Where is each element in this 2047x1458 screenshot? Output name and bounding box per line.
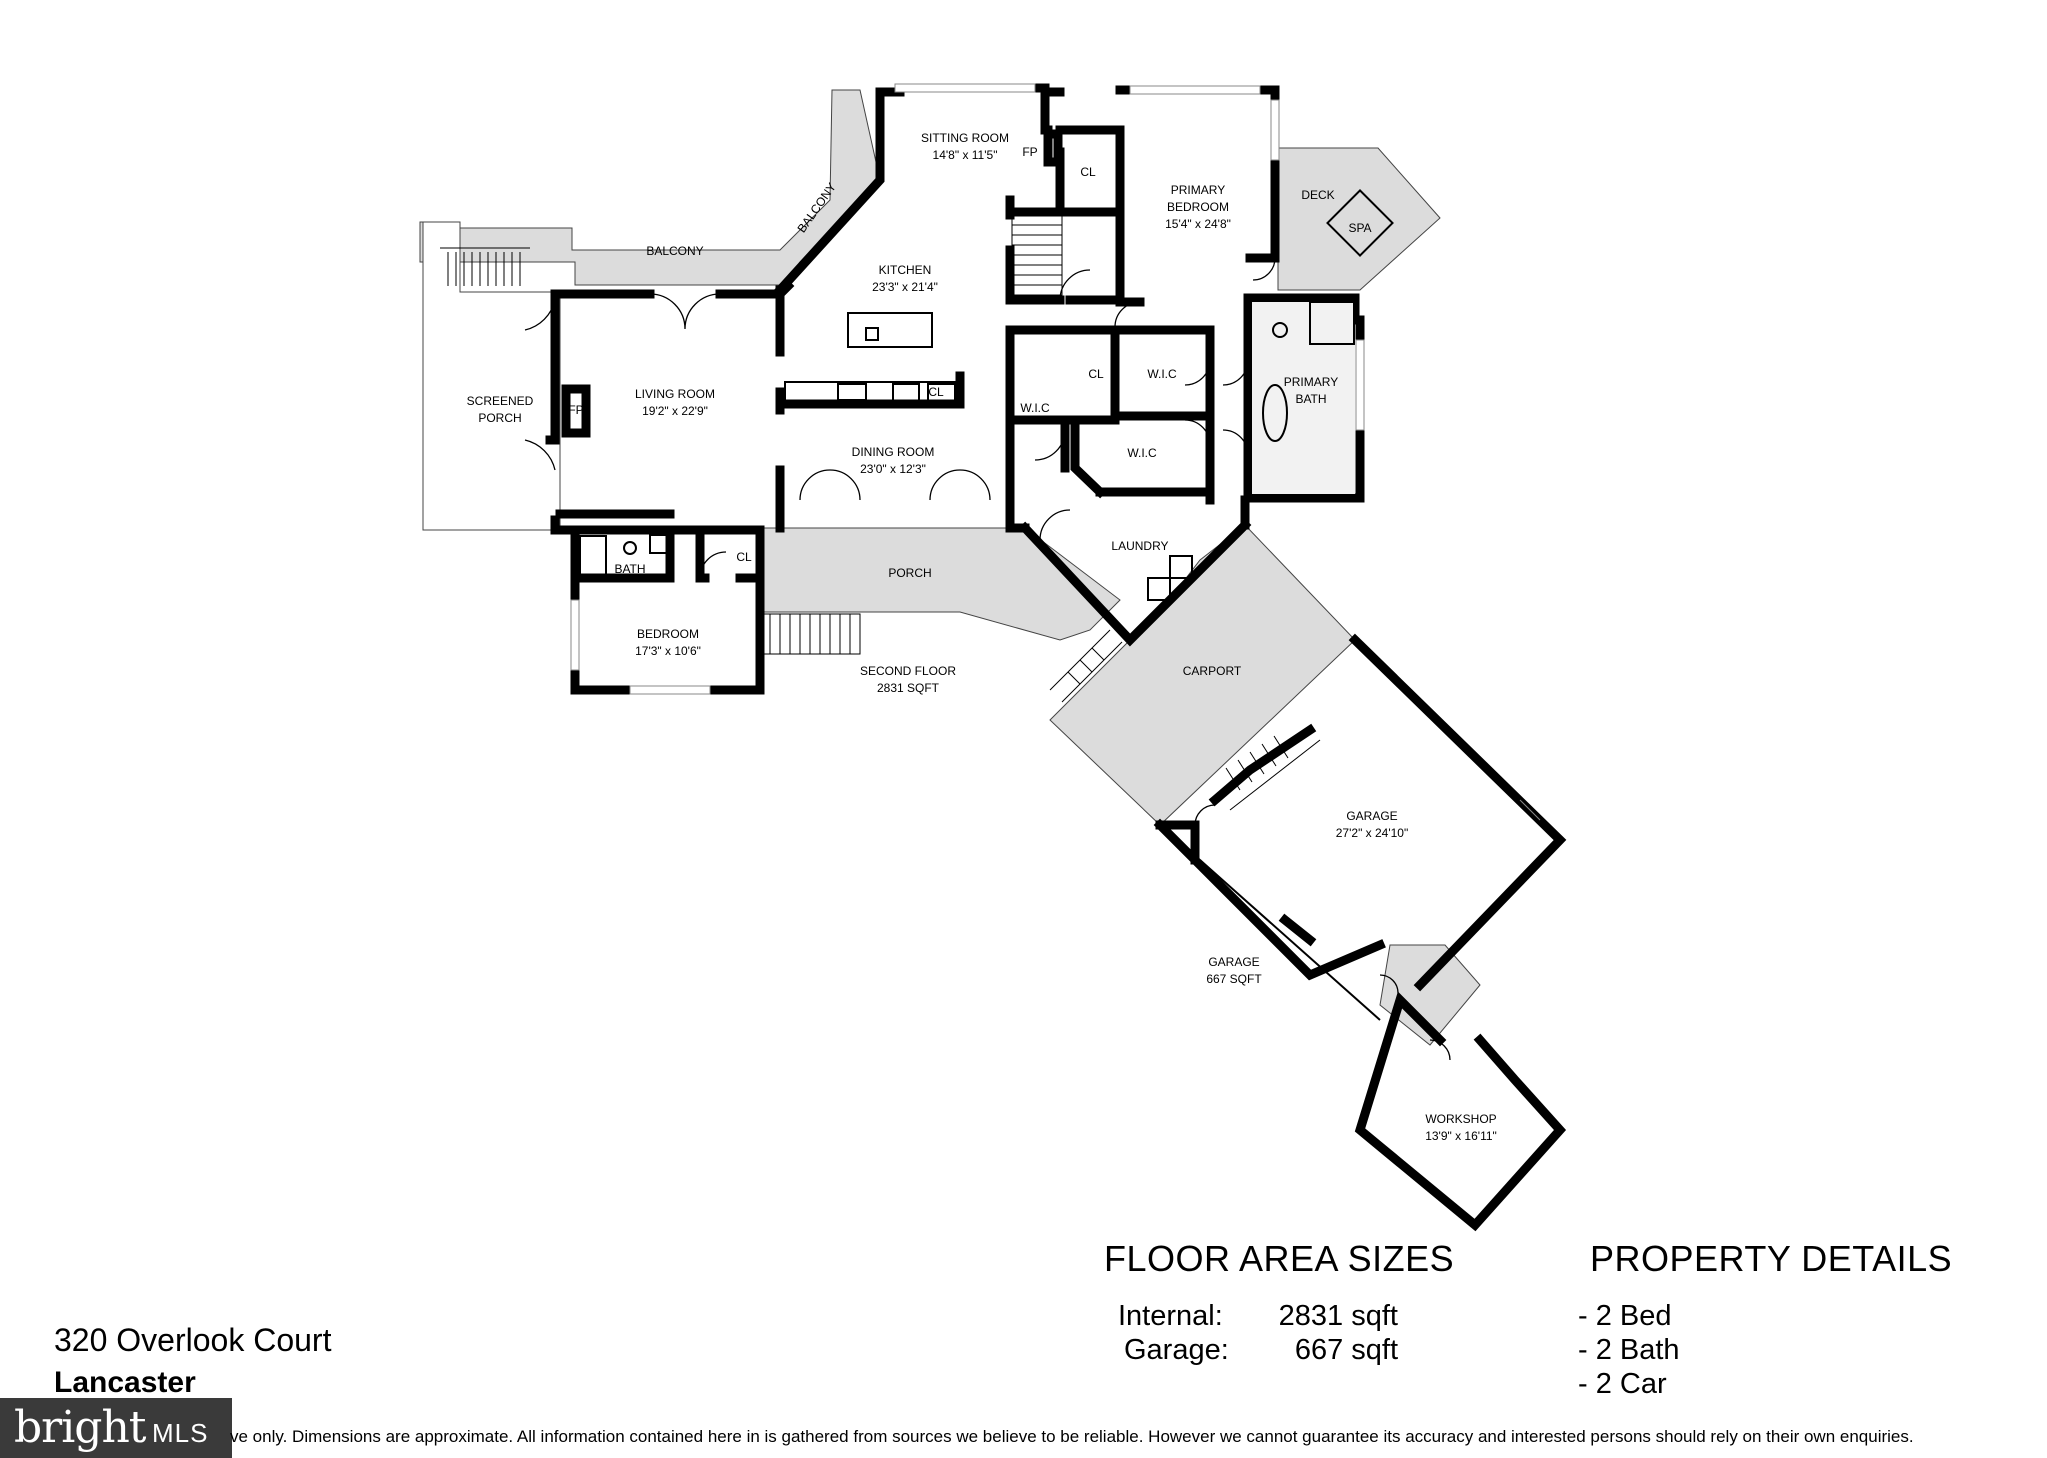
exterior-areas: [419, 89, 1481, 1046]
logo-suffix: MLS: [152, 1418, 209, 1448]
living-room-dims: 19'2" x 22'9": [642, 404, 708, 418]
garage-room-dims: 27'2" x 24'10": [1336, 826, 1409, 840]
living-fireplace: [561, 384, 591, 438]
bath-toilet: [623, 541, 637, 555]
shower: [1309, 301, 1355, 345]
porch-label: PORCH: [888, 566, 931, 580]
property-details-title: PROPERTY DETAILS: [1590, 1238, 1953, 1279]
windows: [570, 83, 1365, 695]
garage-floor-area: 667 SQFT: [1206, 972, 1262, 986]
property-detail-bed: - 2 Bed: [1578, 1300, 1672, 1332]
spa-label: SPA: [1348, 221, 1371, 235]
fp-1-label: FP: [568, 403, 583, 417]
primary-bath-label-line2: BATH: [1295, 392, 1326, 406]
spa-tub: [1326, 189, 1394, 257]
screened-porch-label: SCREENED: [467, 394, 534, 408]
workshop-dims: 13'9" x 16'11": [1425, 1129, 1497, 1143]
address-city: Lancaster: [54, 1366, 196, 1399]
primary-bath-floor: [1252, 302, 1355, 494]
kitchen-island: [847, 312, 933, 348]
kitchen-dims: 23'3" x 21'4": [872, 280, 938, 294]
wic-1-label: W.I.C: [1147, 367, 1177, 381]
deck-area: [1277, 147, 1441, 291]
interior-stairs: [1011, 214, 1063, 296]
kitchen-sink: [865, 327, 879, 341]
sitting-fireplace: [1043, 129, 1063, 167]
sitting-room-dims: 14'8" x 11'5": [933, 148, 998, 162]
dryer: [1169, 555, 1193, 579]
cl-4-label: CL: [736, 550, 752, 564]
laundry-label: LAUNDRY: [1111, 539, 1168, 553]
cl-3-label: CL: [1088, 367, 1104, 381]
second-floor-area: 2831 SQFT: [877, 681, 940, 695]
primary-bedroom-label-line2: BEDROOM: [1167, 200, 1229, 214]
primary-bath-label: PRIMARY: [1284, 375, 1338, 389]
garage-stairs: [1214, 729, 1321, 811]
range: [837, 383, 867, 401]
washer: [1147, 577, 1171, 601]
deck-label: DECK: [1301, 188, 1334, 202]
floor-area-title: FLOOR AREA SIZES: [1104, 1238, 1455, 1279]
bright-mls-logo: bright MLS: [0, 1398, 232, 1458]
garage-floor-label: GARAGE: [1208, 955, 1259, 969]
bedroom-label: BEDROOM: [637, 627, 699, 641]
balcony-1-label: BALCONY: [646, 244, 703, 258]
bedroom-dims: 17'3" x 10'6": [635, 644, 701, 658]
screened-porch-area: [422, 221, 561, 531]
carport-area: [1049, 524, 1356, 826]
doors: [524, 257, 1451, 1061]
floor-area-row-internal: Internal: 2831 sqft: [1118, 1300, 1408, 1336]
bath-tub-small: [579, 535, 607, 581]
toilet: [1272, 322, 1288, 338]
balcony-stairs: [440, 247, 530, 286]
logo-word: bright: [14, 1402, 146, 1453]
cl-1-label: CL: [1080, 165, 1096, 179]
workshop-passage: [1379, 944, 1481, 1046]
disclaimer-text: ve only. Dimensions are approximate. All…: [230, 1427, 1914, 1446]
kitchen-counter: [784, 381, 956, 405]
wic-3-label: W.I.C: [1127, 446, 1157, 460]
bath-label: BATH: [614, 562, 645, 576]
fixtures: [561, 129, 1394, 601]
porch-stairs: [759, 613, 1123, 703]
living-room-label: LIVING ROOM: [635, 387, 715, 401]
primary-bedroom-label: PRIMARY: [1171, 183, 1225, 197]
floor-area-garage-value: 667 sqft: [1294, 1334, 1398, 1366]
sitting-room-label: SITTING ROOM: [921, 131, 1009, 145]
primary-bedroom-dims: 15'4" x 24'8": [1165, 217, 1231, 231]
floor-area-row-garage: Garage: 667 sqft: [1124, 1334, 1408, 1370]
kitchen-cl-cabinet: [927, 383, 959, 405]
workshop-label: WORKSHOP: [1425, 1112, 1496, 1126]
garage-room-label: GARAGE: [1346, 809, 1397, 823]
property-detail-bath: - 2 Bath: [1578, 1334, 1680, 1366]
porch-area: [757, 527, 1121, 649]
floor-area-garage-label: Garage:: [1124, 1334, 1229, 1366]
dining-room-label: DINING ROOM: [852, 445, 935, 459]
address-street: 320 Overlook Court: [54, 1322, 332, 1358]
kitchen-label: KITCHEN: [879, 263, 932, 277]
cl-2-label: CL: [928, 385, 944, 399]
dining-room-dims: 23'0" x 12'3": [860, 462, 926, 476]
bath-sink: [649, 534, 673, 554]
fridge: [892, 383, 920, 403]
bathtub: [1262, 384, 1288, 442]
screened-porch-label-line2: PORCH: [478, 411, 521, 425]
fp-2-label: FP: [1022, 145, 1037, 159]
property-detail-car: - 2 Car: [1578, 1368, 1667, 1400]
floor-area-internal-label: Internal:: [1118, 1300, 1223, 1332]
wic-2-label: W.I.C: [1020, 401, 1050, 415]
second-floor-label: SECOND FLOOR: [860, 664, 956, 678]
floor-area-internal-value: 2831 sqft: [1278, 1300, 1398, 1332]
carport-label: CARPORT: [1183, 664, 1242, 678]
